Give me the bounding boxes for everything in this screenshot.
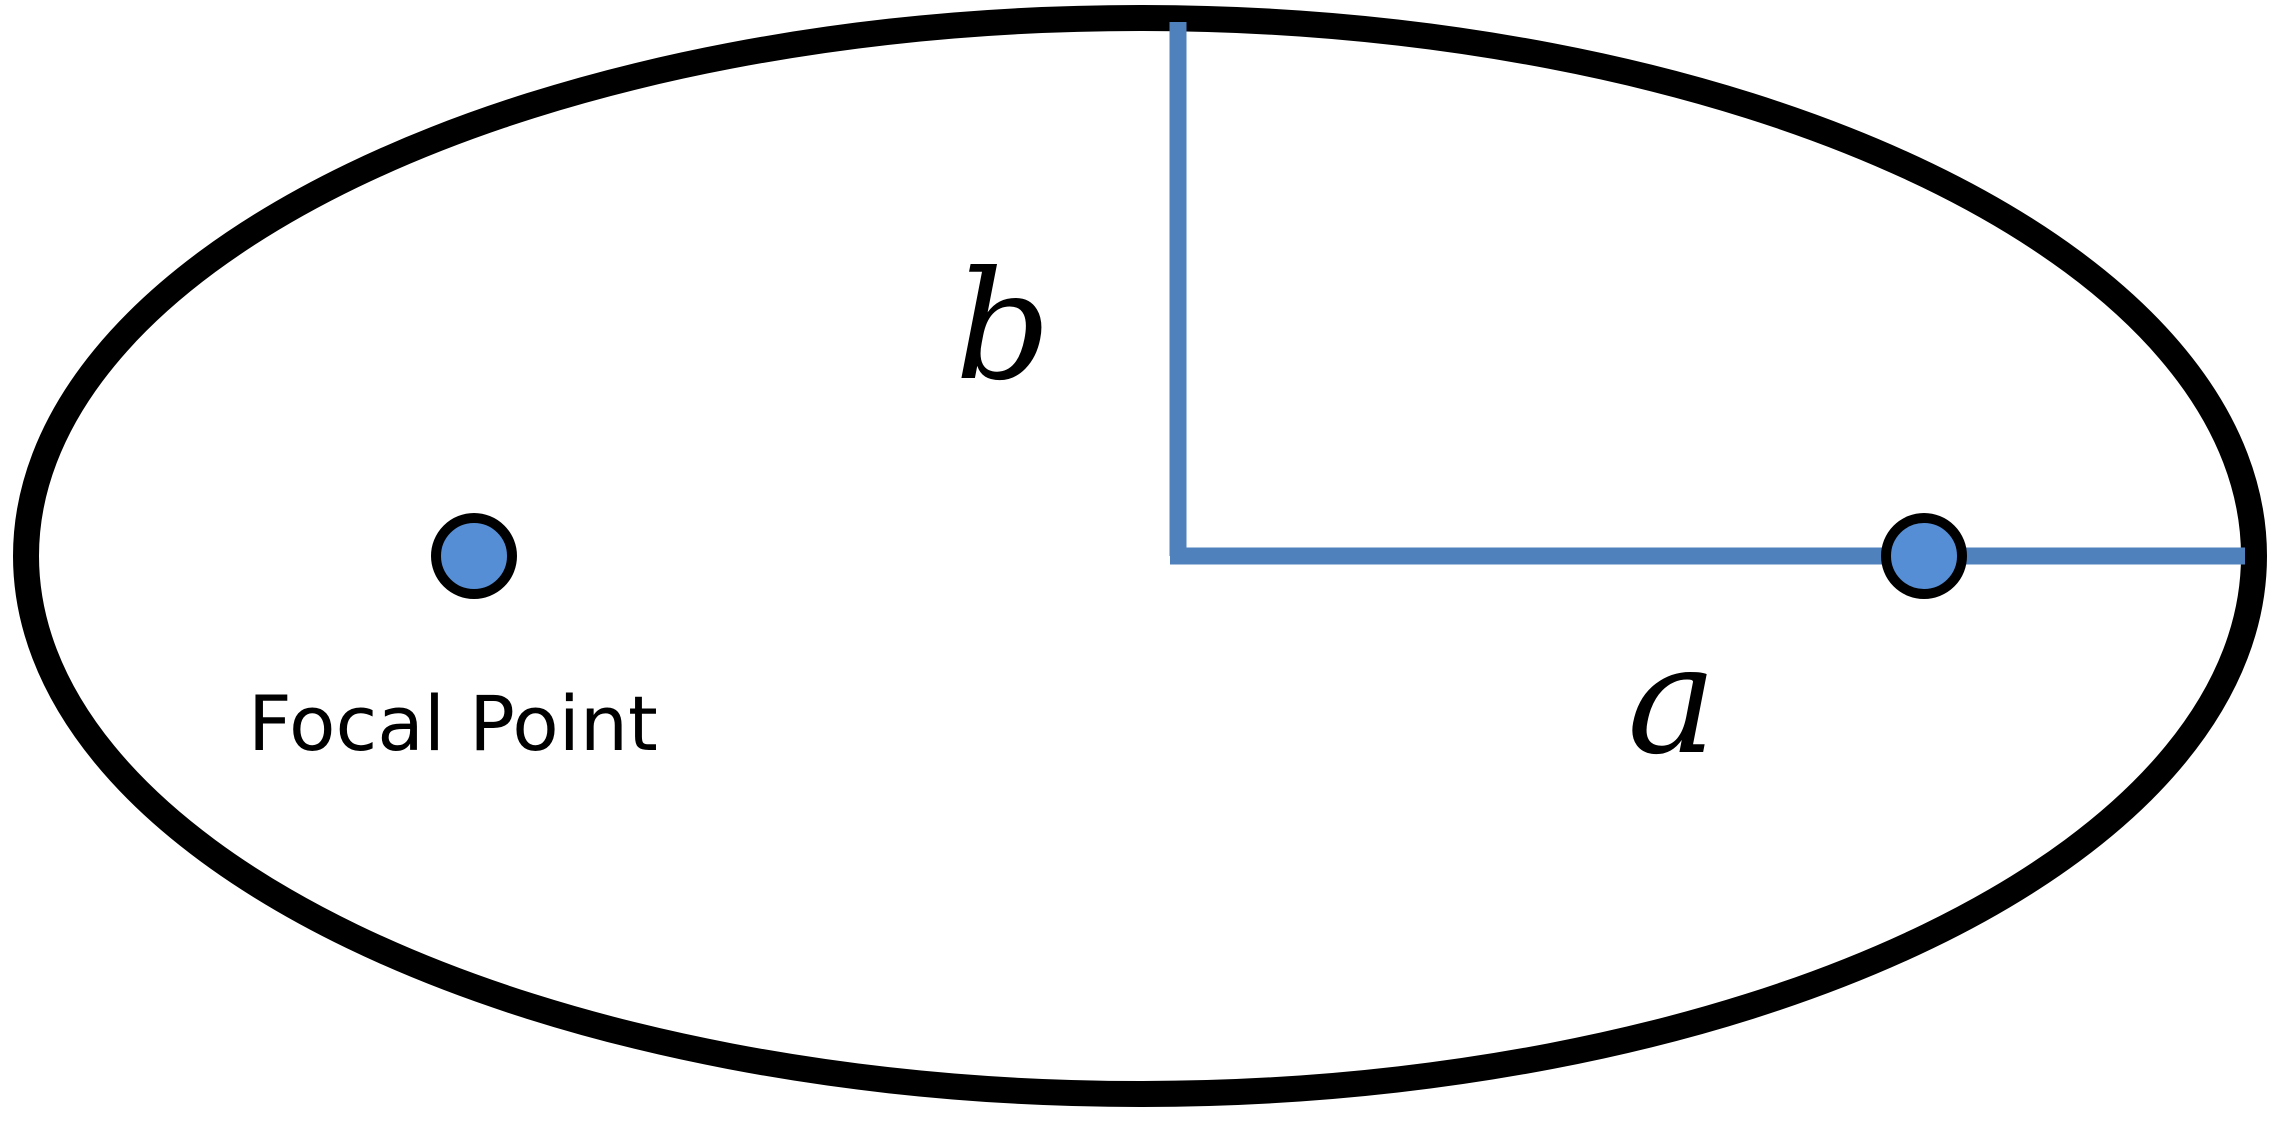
ellipse-outline [13, 5, 2267, 1107]
semi-major-axis-label: a [1627, 614, 1716, 788]
focus-left [431, 513, 517, 599]
focal-point-label: Focal Point [248, 679, 658, 768]
semi-minor-axis-label: b [955, 240, 1051, 414]
focus-right [1881, 513, 1967, 599]
